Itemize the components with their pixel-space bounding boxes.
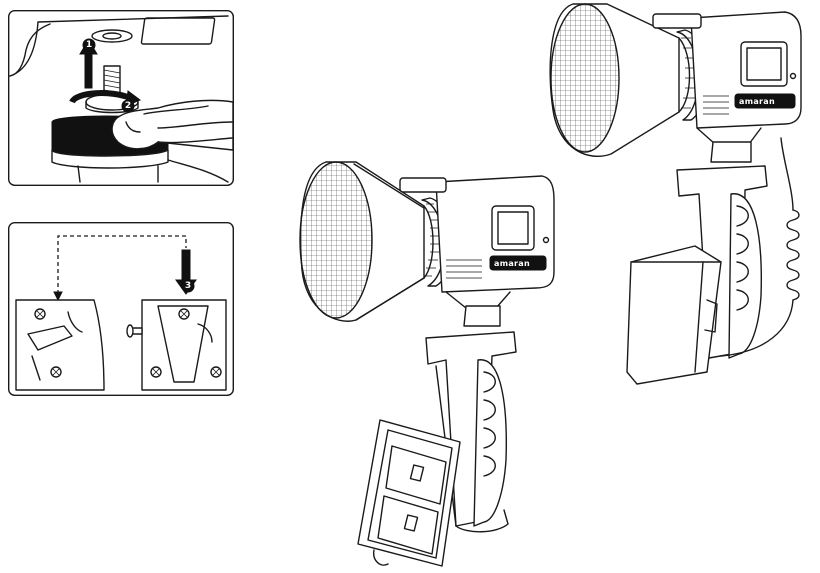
reflector-with-grid xyxy=(299,161,434,322)
camera-bracket-plate xyxy=(15,299,105,391)
brand-label: amaran xyxy=(739,97,775,106)
step-2-badge: 2 xyxy=(121,99,135,113)
handle-grip xyxy=(676,141,768,359)
inset-vmount-plate: 3 xyxy=(7,221,235,397)
step-1-badge: 1 xyxy=(82,38,96,52)
vmount-battery-plate xyxy=(357,419,461,567)
light-with-battery-handle: amaran xyxy=(545,0,820,390)
front-light-illustration: amaran xyxy=(299,161,555,567)
svg-text:2: 2 xyxy=(125,101,131,111)
light-body: amaran xyxy=(399,175,555,309)
light-body: amaran xyxy=(652,11,802,145)
inset-screw-mount: 1 2 xyxy=(7,9,235,187)
coiled-cable xyxy=(720,137,800,357)
light-with-vmount-handle: amaran xyxy=(296,160,555,570)
screw-mount-illustration: 1 2 xyxy=(7,9,235,187)
handle-grip xyxy=(425,305,517,533)
svg-text:3: 3 xyxy=(185,281,191,291)
screw-thread xyxy=(103,65,121,97)
vmount-plate-illustration: 3 xyxy=(7,221,235,397)
svg-text:1: 1 xyxy=(86,40,92,50)
back-light-illustration: amaran xyxy=(549,3,802,385)
battery-pack xyxy=(626,245,722,385)
hand-illustration xyxy=(111,99,234,183)
vmount-plate xyxy=(126,299,227,391)
reflector-with-grid xyxy=(549,3,691,158)
step-3-badge: 3 xyxy=(181,279,195,293)
brand-label: amaran xyxy=(494,259,530,268)
